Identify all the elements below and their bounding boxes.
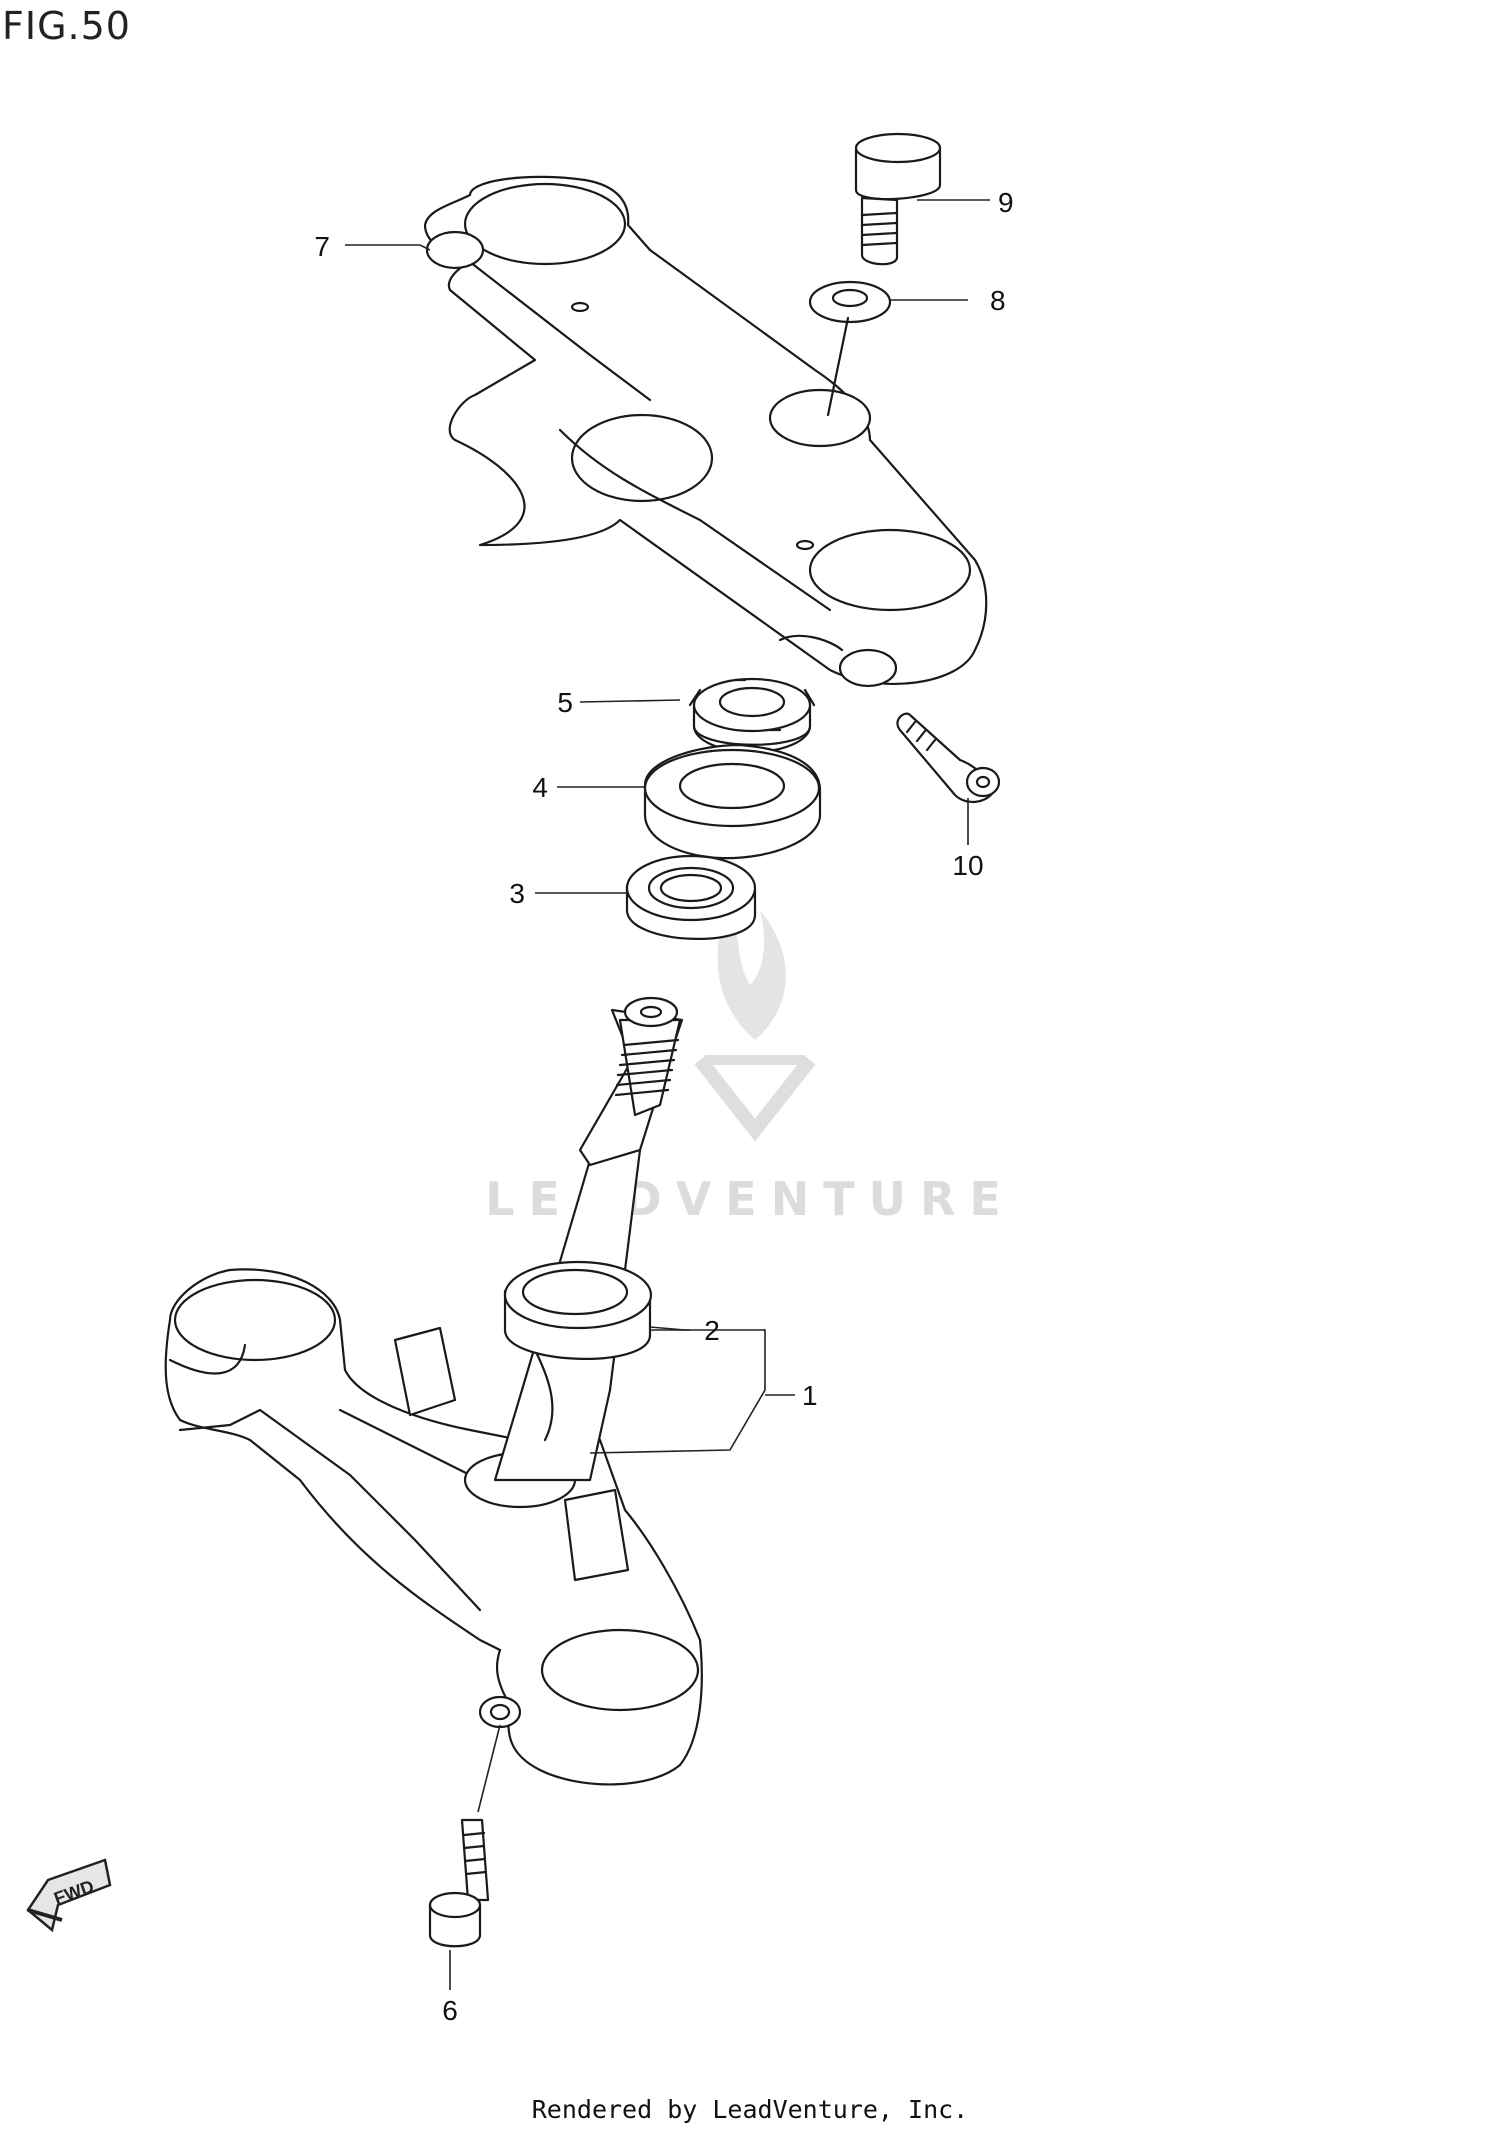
part-1-lower-bracket <box>164 996 703 1786</box>
callout-9: 9 <box>998 187 1014 218</box>
part-10-socket-bolt <box>896 712 1001 803</box>
leader-6a <box>477 1724 501 1813</box>
callout-6: 6 <box>442 1995 458 2026</box>
part-3-bearing <box>625 854 757 940</box>
callout-1: 1 <box>802 1380 818 1411</box>
part-4-seal <box>643 743 822 860</box>
watermark-text: LEADVENTURE <box>485 1172 1015 1226</box>
callout-labels: 7 9 8 5 4 3 10 2 1 6 <box>314 187 1013 2026</box>
part-2-lower-bearing <box>503 1260 653 1360</box>
callout-7: 7 <box>314 231 330 262</box>
callout-10: 10 <box>952 850 983 881</box>
watermark: LEADVENTURE <box>485 900 1015 1226</box>
part-5-castle-nut <box>688 677 816 754</box>
callout-8: 8 <box>990 285 1006 316</box>
leader-5 <box>579 699 681 703</box>
leader-lines <box>345 199 990 1990</box>
callout-4: 4 <box>532 772 548 803</box>
footer-credit: Rendered by LeadVenture, Inc. <box>531 2095 969 2124</box>
figure-title: FIG.50 <box>2 4 131 48</box>
callout-2: 2 <box>704 1315 720 1346</box>
callout-3: 3 <box>509 878 525 909</box>
leader-7 <box>345 244 431 251</box>
part-9-bolt <box>854 132 942 266</box>
part-7-upper-bracket <box>423 175 988 688</box>
leader-2-bracket <box>589 1326 766 1454</box>
part-6-lower-bolt <box>428 1695 522 1948</box>
fwd-direction-icon: FWD <box>26 1858 112 1933</box>
callout-5: 5 <box>557 687 573 718</box>
part-8-washer <box>808 280 892 417</box>
